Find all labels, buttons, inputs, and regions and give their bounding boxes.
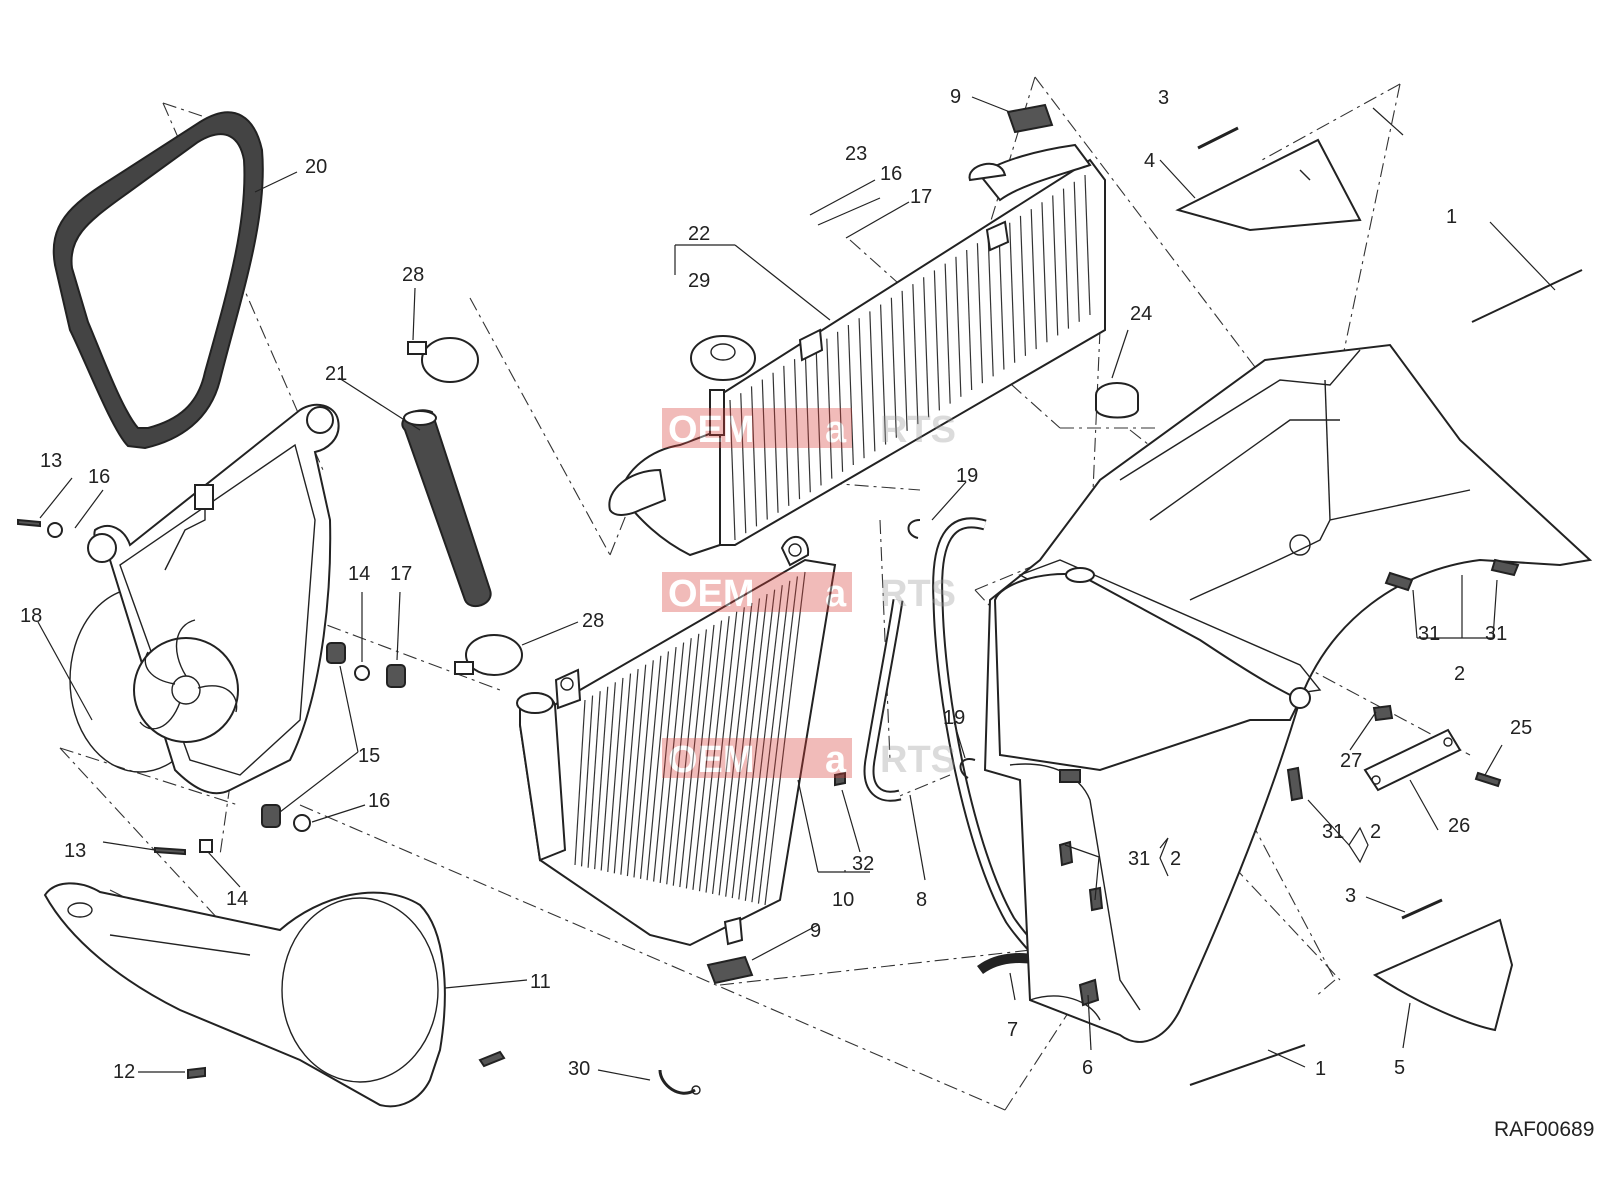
callout-16-top: 16 (880, 163, 902, 185)
watermark-middle: OEM RTS a (662, 572, 956, 615)
callout-2-left: 2 (1170, 848, 1181, 870)
callout-4: 4 (1144, 150, 1155, 172)
callout-3-bottom: 3 (1345, 885, 1356, 907)
watermark-text-left: OEM (668, 739, 755, 781)
callout-31-b: 31 (1485, 623, 1507, 645)
drawing-code: RAF00689 (1494, 1118, 1594, 1141)
hose-clamp-28-upper (407, 337, 479, 383)
callout-14-top: 14 (348, 563, 370, 585)
gasket-20 (52, 111, 264, 450)
hose-clamp-28-lower (454, 634, 523, 676)
deflector-5 (1372, 918, 1514, 1032)
callout-12: 12 (113, 1061, 135, 1083)
watermark-mark: a (825, 739, 847, 781)
watermark-mark: a (825, 409, 847, 451)
callout-16-left: 16 (88, 466, 110, 488)
bush-27 (1372, 704, 1394, 722)
callout-31-c: 31 (1322, 821, 1344, 843)
callout-17-top: 17 (910, 186, 932, 208)
callout-31-d: 31 (1128, 848, 1150, 870)
watermark-text-right: RTS (880, 739, 956, 781)
watermark-top: OEM RTS a (662, 408, 956, 451)
callout-17-left: 17 (390, 563, 412, 585)
callout-3-top: 3 (1158, 87, 1169, 109)
callout-10: 10 (832, 889, 854, 911)
callout-8: 8 (916, 889, 927, 911)
hose-21 (401, 409, 492, 608)
callout-2-right: 2 (1454, 663, 1465, 685)
callout-22: 22 (688, 223, 710, 245)
clamp-30 (658, 1069, 701, 1095)
callout-15: 15 (358, 745, 380, 767)
callout-19-bottom: 19 (943, 707, 965, 729)
callout-labels: 1 1 2 2 2 3 3 4 5 6 7 8 9 9 10 11 12 13 … (20, 86, 1532, 1083)
callout-9-bottom: 9 (810, 920, 821, 942)
clip-19 (907, 519, 976, 779)
fan-cover-11 (43, 882, 506, 1108)
callout-30: 30 (568, 1058, 590, 1080)
rod-1 (1189, 269, 1583, 1086)
rubber-pad-9-top (1006, 103, 1054, 134)
callout-27: 27 (1340, 750, 1362, 772)
callout-11: 11 (530, 971, 551, 993)
callout-19-top: 19 (956, 465, 978, 487)
callout-21: 21 (325, 363, 347, 385)
callout-13-bottom: 13 (64, 840, 86, 862)
fan-assembly-18 (17, 403, 406, 856)
callout-9-top: 9 (950, 86, 961, 108)
watermark-text-left: OEM (668, 409, 755, 451)
bracket-26 (1363, 728, 1462, 792)
fairing-2-with-tank (983, 343, 1593, 1043)
callout-16-bottom: 16 (368, 790, 390, 812)
filler-cap-24 (1095, 382, 1139, 419)
callout-5: 5 (1394, 1057, 1405, 1079)
screw-12 (187, 1066, 206, 1080)
watermark-text-right: RTS (880, 409, 956, 451)
callout-26: 26 (1448, 815, 1470, 837)
callout-25: 25 (1510, 717, 1532, 739)
watermark-mark: a (825, 573, 847, 615)
watermark-bottom: OEM RTS a (662, 738, 956, 781)
callout-1-top: 1 (1446, 206, 1457, 228)
callout-6: 6 (1082, 1057, 1093, 1079)
callout-28-bottom: 28 (582, 610, 604, 632)
lower-radiator-10 (516, 536, 846, 985)
callout-28-top: 28 (402, 264, 424, 286)
callout-1-bottom: 1 (1315, 1058, 1326, 1080)
callout-14-bottom: 14 (226, 888, 248, 910)
callout-31-a: 31 (1418, 623, 1440, 645)
callout-32: 32 (852, 853, 874, 875)
hose-8 (863, 599, 904, 802)
callout-20: 20 (305, 156, 327, 178)
callout-24: 24 (1130, 303, 1152, 325)
callout-leader-lines (37, 96, 1556, 1081)
watermark: OEM RTS a OEM RTS a OEM RTS a (662, 408, 956, 781)
callout-18: 18 (20, 605, 42, 627)
callout-29: 29 (688, 270, 710, 292)
upper-radiator-22 (608, 143, 1106, 557)
watermark-text-right: RTS (880, 573, 956, 615)
screw-25 (1474, 771, 1502, 788)
watermark-text-left: OEM (668, 573, 755, 615)
callout-7: 7 (1007, 1019, 1018, 1041)
callout-2-mid: 2 (1370, 821, 1381, 843)
callout-23: 23 (845, 143, 867, 165)
callout-13-top: 13 (40, 450, 62, 472)
deflector-4 (1175, 138, 1362, 232)
spring-3 (1197, 126, 1443, 920)
